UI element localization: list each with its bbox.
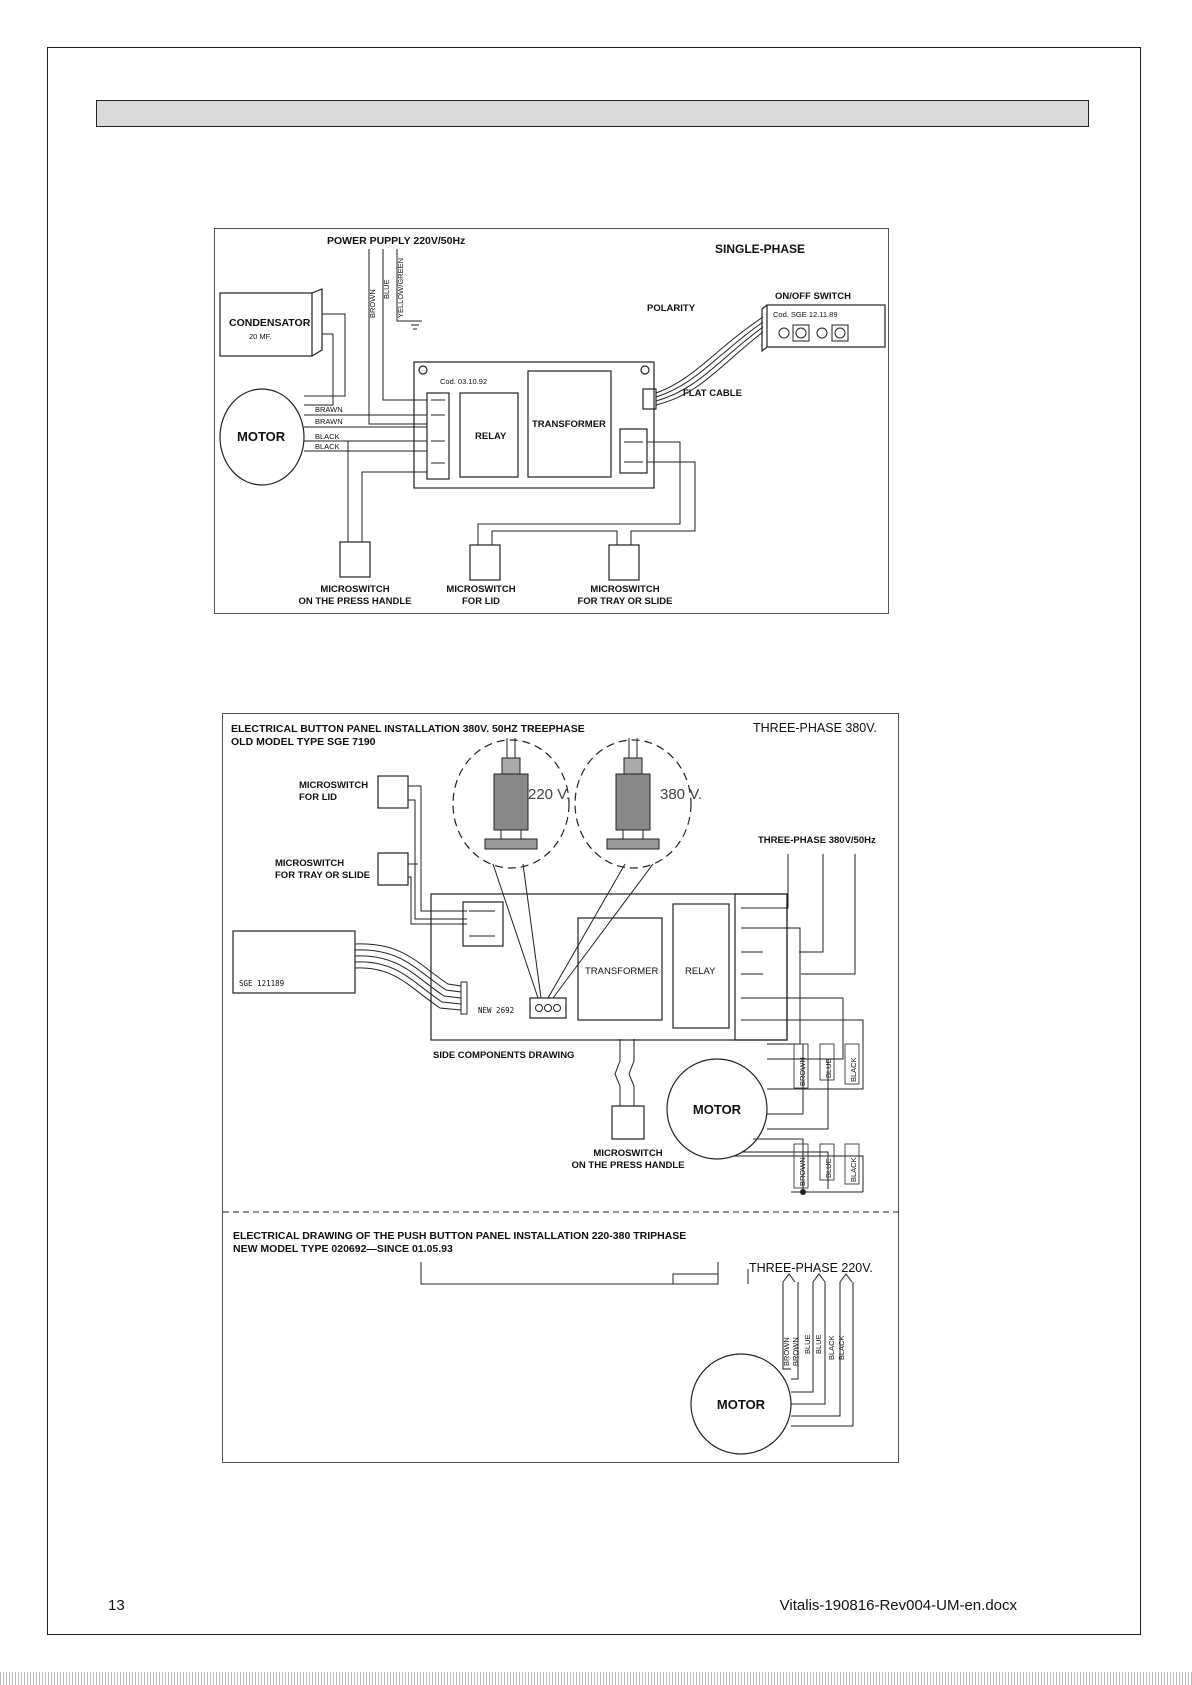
ms-handle-label-2-380: ON THE PRESS HANDLE xyxy=(572,1160,685,1171)
wire-blue-label-380: BLUE xyxy=(824,1058,833,1078)
motor-circle xyxy=(219,388,305,486)
condensator-label: CONDENSATOR xyxy=(229,317,311,329)
ms-tray-label-1-380: MICROSWITCH xyxy=(275,858,344,869)
ms-lid-label-2-380: FOR LID xyxy=(299,792,337,803)
wire-blue-label: BLUE xyxy=(382,279,391,299)
ms-lid-label-1-380: MICROSWITCH xyxy=(299,780,368,791)
power-supply-label: POWER PUPPLY 220V/50Hz xyxy=(327,235,465,247)
w220-3: BLUE xyxy=(803,1334,812,1354)
plug-220-label: 220 V. xyxy=(528,786,570,803)
microswitch-handle-box-380 xyxy=(611,1105,645,1140)
microswitch-lid-box-380 xyxy=(377,775,409,809)
transformer-box-380 xyxy=(577,917,663,1021)
ms-handle-label-1: MICROSWITCH xyxy=(320,584,389,595)
board-code: Cod. 03.10.92 xyxy=(440,377,487,386)
ms-tray-label-2: FOR TRAY OR SLIDE xyxy=(577,596,672,607)
three-phase-wiring-diagram: ELECTRICAL BUTTON PANEL INSTALLATION 380… xyxy=(222,713,900,1463)
new-model-title-right: THREE-PHASE 220V. xyxy=(749,1261,873,1275)
ms-tray-label-1: MICROSWITCH xyxy=(590,584,659,595)
microswitch-tray-box xyxy=(608,544,640,581)
motor-label-380: MOTOR xyxy=(693,1102,742,1117)
w220-1: BROWN xyxy=(782,1337,791,1366)
condensator-box xyxy=(219,292,313,357)
main-board xyxy=(413,361,655,489)
microswitch-tray-box-380 xyxy=(377,852,409,886)
microswitch-handle-box xyxy=(339,541,371,578)
transformer-box xyxy=(527,370,612,478)
plug-380-label: 380 V. xyxy=(660,786,702,803)
ms-handle-label-1-380: MICROSWITCH xyxy=(593,1148,662,1159)
wire-brown-label-380: BROWN xyxy=(798,1057,807,1086)
single-phase-title: SINGLE-PHASE xyxy=(715,242,805,256)
ms-lid-label-2: FOR LID xyxy=(462,596,500,607)
polarity-label: POLARITY xyxy=(647,303,696,314)
lower-wire-blue-label: BLUE xyxy=(824,1158,833,1178)
motor-label-220: MOTOR xyxy=(717,1397,766,1412)
w220-6: BLACK xyxy=(837,1335,846,1360)
supply-label: THREE-PHASE 380V/50Hz xyxy=(758,835,876,846)
relay-label-380: RELAY xyxy=(685,966,716,977)
scan-edge-strip xyxy=(0,1672,1192,1685)
wire-brown-label: BROWN xyxy=(368,289,377,318)
ms-lid-label-1: MICROSWITCH xyxy=(446,584,515,595)
new-model-title-1: ELECTRICAL DRAWING OF THE PUSH BUTTON PA… xyxy=(233,1230,686,1242)
wire-yellow-green-label: YELLOW/GREEN xyxy=(396,258,405,318)
new-model-title-2: NEW MODEL TYPE 020692—SINCE 01.05.93 xyxy=(233,1243,453,1255)
motor-wire-2: BRAWN xyxy=(315,417,343,426)
switch-title: ON/OFF SWITCH xyxy=(775,291,851,302)
ms-handle-label-2: ON THE PRESS HANDLE xyxy=(299,596,412,607)
w220-2: BROWN xyxy=(791,1337,800,1366)
motor-circle-380 xyxy=(666,1058,768,1160)
transformer-label-380: TRANSFORMER xyxy=(585,966,659,977)
wire-black-label-380: BLACK xyxy=(849,1057,858,1082)
plug-380-circle xyxy=(574,739,692,869)
page-frame xyxy=(47,47,1141,1635)
single-phase-wiring-diagram: POWER PUPPLY 220V/50Hz SINGLE-PHASE COND… xyxy=(214,228,889,614)
keypad-code: SGE 121189 xyxy=(239,979,284,988)
motor-wire-4: BLACK xyxy=(315,442,340,451)
relay-box xyxy=(459,392,519,478)
new-code-label: NEW 2692 xyxy=(478,1006,514,1015)
page-number: 13 xyxy=(108,1597,125,1614)
relay-box-380 xyxy=(672,903,730,1029)
microswitch-lid-box xyxy=(469,544,501,581)
plug-220-circle xyxy=(452,739,570,869)
three-phase-title-right: THREE-PHASE 380V. xyxy=(753,721,877,735)
three-phase-title-1: ELECTRICAL BUTTON PANEL INSTALLATION 380… xyxy=(231,723,585,735)
ms-tray-label-2-380: FOR TRAY OR SLIDE xyxy=(275,870,370,881)
three-phase-title-2: OLD MODEL TYPE SGE 7190 xyxy=(231,736,376,748)
w220-4: BLUE xyxy=(814,1334,823,1354)
motor-wire-1: BRAWN xyxy=(315,405,343,414)
motor-wire-3: BLACK xyxy=(315,432,340,441)
three-phase-diagram-svg: ELECTRICAL BUTTON PANEL INSTALLATION 380… xyxy=(223,721,900,1455)
w220-5: BLACK xyxy=(827,1335,836,1360)
single-phase-diagram-svg: POWER PUPPLY 220V/50Hz SINGLE-PHASE COND… xyxy=(219,235,886,607)
flat-cable-label: FLAT CABLE xyxy=(683,388,742,399)
section-header-bar xyxy=(96,100,1089,127)
transformer-label: TRANSFORMER xyxy=(532,419,606,430)
on-off-switch-box xyxy=(766,304,886,348)
relay-label: RELAY xyxy=(475,431,507,442)
switch-code: Cod. SGE 12.11.89 xyxy=(773,310,838,319)
lower-wire-black-label: BLACK xyxy=(849,1157,858,1182)
motor-label: MOTOR xyxy=(237,429,286,444)
lower-wire-brown-label: BROWN xyxy=(798,1157,807,1186)
document-name: Vitalis-190816-Rev004-UM-en.docx xyxy=(779,1597,1017,1614)
side-components-label: SIDE COMPONENTS DRAWING xyxy=(433,1050,574,1061)
condensator-value: 20 MF. xyxy=(249,332,272,341)
